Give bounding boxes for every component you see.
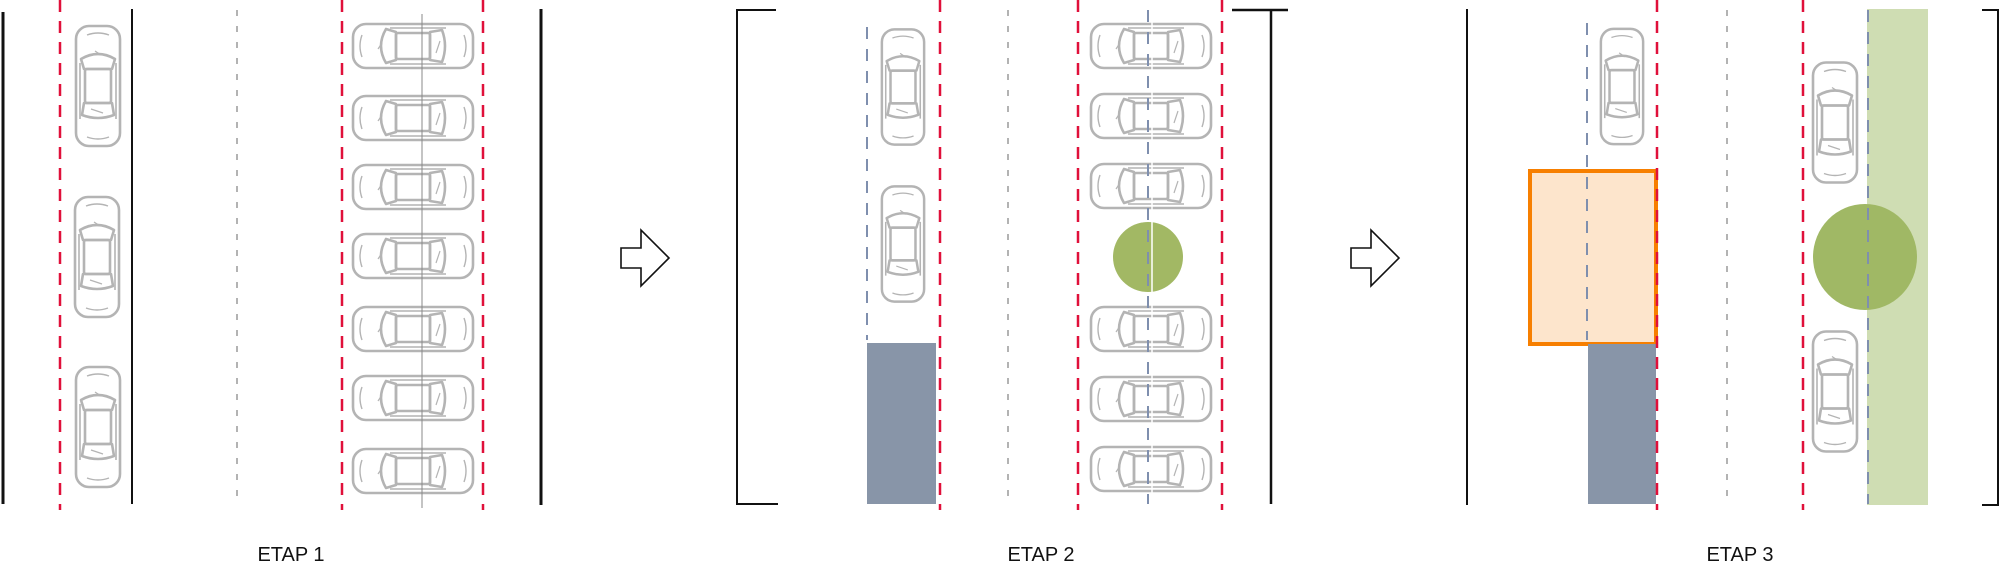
parked-car-perpendicular <box>353 165 473 209</box>
stage-2-label: ETAP 2 <box>1007 544 1074 562</box>
curb-line-left <box>736 9 778 505</box>
sidewalk-extension <box>867 343 936 504</box>
parked-car <box>880 185 926 303</box>
parked-car <box>1811 61 1859 184</box>
stage-1-label: ETAP 1 <box>257 544 324 562</box>
curb-line-right <box>1982 9 1999 506</box>
arrow-right-outline-icon <box>620 229 670 287</box>
parked-car <box>74 365 122 489</box>
parked-car-perpendicular <box>1091 164 1211 208</box>
parked-car <box>73 195 121 319</box>
parked-car-perpendicular <box>353 307 473 351</box>
parked-car <box>1599 27 1645 146</box>
parked-car <box>74 24 122 148</box>
parked-car-perpendicular <box>353 96 473 140</box>
parked-car-perpendicular <box>353 234 473 278</box>
parked-car-perpendicular <box>1091 447 1211 491</box>
stage-1-panel: ETAP 1 <box>1 0 543 562</box>
stage-3-panel: ETAP 3 <box>1466 0 1999 562</box>
new-public-space <box>1528 169 1658 346</box>
curb-line-right <box>1232 8 1288 504</box>
parked-car-perpendicular <box>1091 24 1211 68</box>
stage-2-panel: ETAP 2 <box>736 0 1288 562</box>
parked-car-perpendicular <box>353 24 473 68</box>
parked-car <box>1811 330 1859 453</box>
parked-car-perpendicular <box>1091 94 1211 138</box>
parked-car-perpendicular <box>1091 307 1211 351</box>
arrow-right-outline-icon <box>1350 229 1400 287</box>
tree-canopy-icon <box>1813 204 1917 310</box>
sidewalk-extension <box>1588 344 1656 504</box>
parked-car-perpendicular <box>353 449 473 493</box>
parked-car <box>880 28 926 146</box>
parked-car-perpendicular <box>353 376 473 420</box>
stage-3-label: ETAP 3 <box>1706 544 1773 562</box>
parked-car-perpendicular <box>1091 377 1211 421</box>
